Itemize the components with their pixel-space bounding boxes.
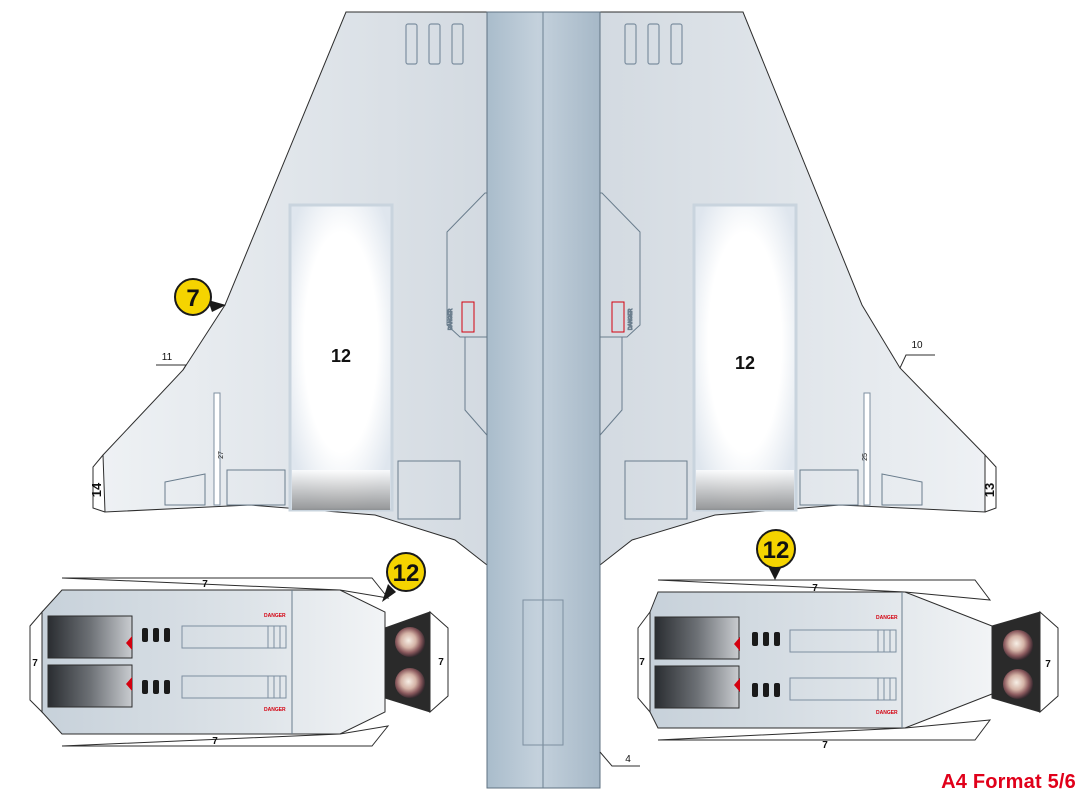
badge-12-right-label: 12 bbox=[763, 537, 790, 564]
tab-14-flap bbox=[92, 454, 106, 513]
right-nacelle-tab-right: 7 bbox=[1045, 659, 1051, 670]
tab-number-25: 25 bbox=[862, 453, 869, 461]
slot-25-strip bbox=[863, 392, 871, 506]
svg-text:DANGER: DANGER bbox=[264, 613, 286, 619]
right-nacelle-tab-top: 7 bbox=[812, 583, 818, 594]
left-gear-bay bbox=[288, 203, 394, 512]
svg-text:DANGER: DANGER bbox=[876, 615, 898, 621]
svg-text:DANGER: DANGER bbox=[448, 308, 454, 330]
tab-number-11: 11 bbox=[162, 352, 173, 363]
top-vents-right bbox=[624, 23, 683, 65]
badge-12-right-nacelle: 12 bbox=[756, 529, 796, 580]
badge-12-left-nacelle: 12 bbox=[382, 552, 426, 602]
fuselage-spine bbox=[486, 11, 640, 789]
page-format-label: A4 Format 5/6 bbox=[941, 771, 1076, 793]
main-wing-part: DANGER DANGER bbox=[92, 11, 997, 567]
tab-number-10: 10 bbox=[911, 340, 923, 351]
tab-11-flap bbox=[156, 364, 187, 371]
slot-27-strip bbox=[213, 392, 221, 506]
left-nacelle-tab-top: 7 bbox=[202, 579, 208, 590]
tab-number-27: 27 bbox=[218, 451, 225, 459]
right-nacelle-tab-left: 7 bbox=[639, 657, 645, 668]
badge-7-label: 7 bbox=[186, 285, 199, 312]
right-gear-bay bbox=[692, 203, 798, 512]
tab-number-14: 14 bbox=[89, 482, 104, 497]
left-flaps bbox=[164, 460, 461, 520]
badge-7-wing: 7 bbox=[174, 278, 226, 316]
svg-text:DANGER: DANGER bbox=[628, 308, 634, 330]
svg-text:DANGER: DANGER bbox=[264, 707, 286, 713]
svg-text:DANGER: DANGER bbox=[876, 710, 898, 716]
left-nacelle-part: DANGER DANGER bbox=[29, 577, 449, 747]
part-number-left-wing: 12 bbox=[331, 346, 351, 366]
right-nacelle-tab-bottom: 7 bbox=[822, 740, 828, 751]
tab-number-4: 4 bbox=[625, 754, 631, 765]
left-nacelle-tab-bottom: 7 bbox=[212, 736, 218, 747]
top-vents-left bbox=[405, 23, 464, 65]
left-nacelle-tab-right: 7 bbox=[438, 657, 444, 668]
part-number-right-wing: 12 bbox=[735, 353, 755, 373]
tab-13-flap bbox=[984, 454, 997, 513]
tab-10-flap bbox=[899, 354, 935, 369]
right-nacelle-part: DANGER DANGER bbox=[637, 579, 1059, 741]
tab-number-13: 13 bbox=[982, 483, 997, 497]
right-flaps bbox=[624, 460, 923, 520]
badge-12-left-label: 12 bbox=[393, 560, 420, 587]
left-nacelle-tab-left: 7 bbox=[32, 658, 38, 669]
